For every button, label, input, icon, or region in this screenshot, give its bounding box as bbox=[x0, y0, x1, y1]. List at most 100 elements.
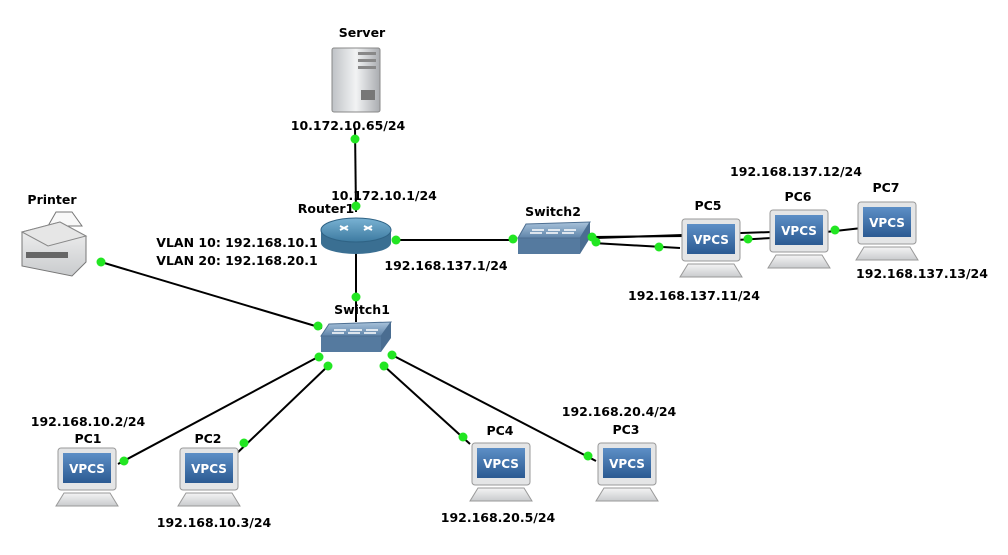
link-dot bbox=[508, 234, 518, 244]
link-dot bbox=[323, 361, 333, 371]
server-bay bbox=[358, 66, 376, 69]
link-dot bbox=[313, 321, 323, 331]
router1-ip-right: 192.168.137.1/24 bbox=[384, 258, 507, 273]
pc-base bbox=[679, 263, 743, 278]
link-switch2-pc5-b bbox=[592, 242, 681, 249]
pc6-ip: 192.168.137.12/24 bbox=[730, 164, 862, 179]
pc6-device[interactable]: VPCS bbox=[767, 209, 831, 269]
pc1-device[interactable]: VPCS bbox=[55, 447, 119, 507]
switch-side bbox=[381, 322, 391, 352]
pc6-screen-icon bbox=[775, 215, 823, 245]
pc-base bbox=[855, 246, 919, 261]
router-arrows bbox=[339, 225, 373, 231]
pc2-screen-icon bbox=[185, 453, 233, 483]
router1-vlan20: VLAN 20: 192.168.20.1 bbox=[156, 253, 317, 268]
switch-side bbox=[580, 222, 590, 254]
pc2-device[interactable]: VPCS bbox=[177, 447, 241, 507]
server-ip: 10.172.10.65/24 bbox=[291, 118, 406, 133]
pc5-ip: 192.168.137.11/24 bbox=[628, 288, 760, 303]
link-dot bbox=[351, 201, 361, 211]
router1-label: Router1 bbox=[298, 201, 354, 216]
pc7-device[interactable]: VPCS bbox=[855, 201, 919, 261]
switch-arrows bbox=[530, 229, 576, 234]
pc1-screen-icon bbox=[63, 453, 111, 483]
link-dot bbox=[391, 235, 401, 245]
pc3-screen-icon bbox=[603, 448, 651, 478]
link-switch1-pc2 bbox=[233, 365, 329, 457]
switch-front bbox=[321, 336, 381, 352]
server-device[interactable]: Server 10.172.10.65/24 bbox=[291, 25, 406, 133]
switch2-label: Switch2 bbox=[525, 204, 581, 219]
router1-device[interactable]: Router1 10.172.10.1/24 192.168.137.1/24 … bbox=[156, 188, 508, 273]
server-icon bbox=[331, 47, 381, 113]
vpcs-label: VPCS bbox=[781, 224, 817, 238]
link-switch1-pc1 bbox=[117, 356, 319, 465]
pc4-label: PC4 bbox=[486, 423, 513, 438]
switch1-icon bbox=[320, 321, 392, 337]
link-dot bbox=[591, 237, 601, 247]
pc-base bbox=[469, 487, 533, 502]
link-dot bbox=[351, 292, 361, 302]
switch1-label: Switch1 bbox=[334, 302, 390, 317]
vpcs-label: VPCS bbox=[483, 457, 519, 471]
link-switch1-pc4 bbox=[383, 365, 471, 445]
pc6-label: PC6 bbox=[784, 189, 811, 204]
pc-base bbox=[55, 492, 119, 507]
link-printer-switch1 bbox=[100, 261, 323, 329]
pc5-device[interactable]: VPCS bbox=[679, 218, 743, 278]
pc-base bbox=[595, 487, 659, 502]
pc5-label: PC5 bbox=[694, 198, 721, 213]
link-endpoints bbox=[96, 134, 840, 466]
pc1-label: PC1 bbox=[74, 431, 101, 446]
link-switch1-pc3 bbox=[391, 354, 597, 462]
link-dot bbox=[119, 456, 129, 466]
link-dot bbox=[314, 352, 324, 362]
printer-device[interactable]: Printer bbox=[20, 192, 88, 277]
pc5-screen-icon bbox=[687, 224, 735, 254]
vpcs-label: VPCS bbox=[191, 462, 227, 476]
links bbox=[100, 127, 863, 465]
link-pc5-pc6 bbox=[735, 237, 773, 241]
vpcs-label: VPCS bbox=[869, 216, 905, 230]
pc2-ip: 192.168.10.3/24 bbox=[157, 515, 272, 530]
link-dot bbox=[458, 432, 468, 442]
pc3-ip: 192.168.20.4/24 bbox=[562, 404, 677, 419]
pc3-device[interactable]: VPCS bbox=[595, 442, 659, 502]
pc3-label: PC3 bbox=[612, 422, 639, 437]
printer-top bbox=[20, 221, 88, 247]
server-label: Server bbox=[339, 25, 386, 40]
pc2-label: PC2 bbox=[194, 431, 221, 446]
router1-ip-top: 10.172.10.1/24 bbox=[331, 188, 437, 203]
pc7-label: PC7 bbox=[872, 180, 899, 195]
vpcs-label: VPCS bbox=[693, 233, 729, 247]
switch1-device[interactable]: Switch1 bbox=[320, 302, 392, 352]
link-dot bbox=[743, 234, 753, 244]
pc4-screen-icon bbox=[477, 448, 525, 478]
switch-front bbox=[518, 238, 580, 254]
pc7-screen-icon bbox=[863, 207, 911, 237]
pc4-ip: 192.168.20.5/24 bbox=[441, 510, 556, 525]
router1-vlan10: VLAN 10: 192.168.10.1 bbox=[156, 235, 317, 250]
server-bay bbox=[361, 90, 375, 100]
pc7-ip: 192.168.137.13/24 bbox=[856, 266, 988, 281]
link-dot bbox=[654, 242, 664, 252]
switch2-device[interactable]: Switch2 bbox=[517, 204, 591, 254]
server-bay bbox=[358, 52, 376, 55]
printer-tray bbox=[26, 252, 68, 258]
link-dot bbox=[387, 350, 397, 360]
link-dot bbox=[96, 257, 106, 267]
pc4-device[interactable]: VPCS bbox=[469, 442, 533, 502]
pc-base bbox=[767, 254, 831, 269]
printer-label: Printer bbox=[27, 192, 77, 207]
pc-base bbox=[177, 492, 241, 507]
router-icon bbox=[320, 217, 392, 243]
link-dot bbox=[583, 451, 593, 461]
link-dot bbox=[379, 361, 389, 371]
vpcs-label: VPCS bbox=[609, 457, 645, 471]
link-dot bbox=[350, 134, 360, 144]
link-dot bbox=[830, 225, 840, 235]
switch-arrows bbox=[332, 329, 378, 334]
server-bay bbox=[358, 59, 376, 62]
link-dot bbox=[239, 438, 249, 448]
